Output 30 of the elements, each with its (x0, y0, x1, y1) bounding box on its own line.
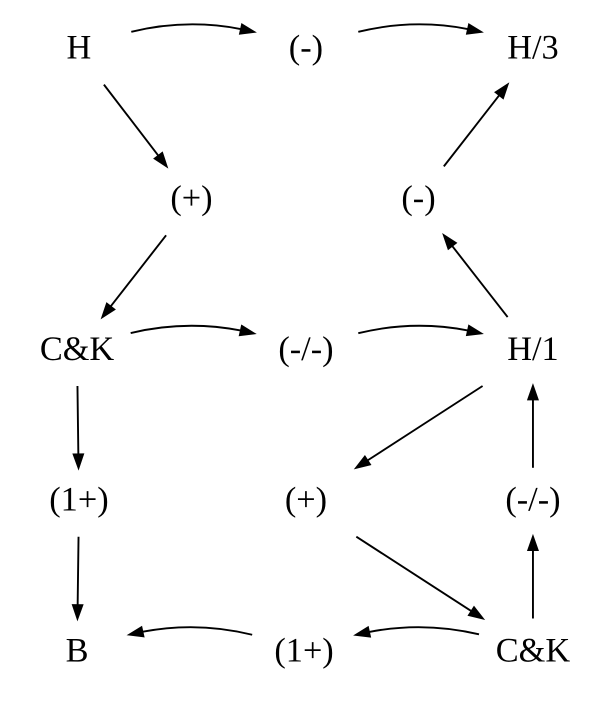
node-text: H (66, 28, 91, 66)
arrow (102, 84, 168, 169)
arrow (526, 383, 538, 468)
node-text: (-) (400, 179, 436, 218)
arrow (352, 626, 479, 638)
node-text: (1+) (274, 631, 334, 670)
arrow (442, 233, 508, 318)
arrow (353, 385, 483, 470)
arrow (358, 324, 484, 336)
node-text: (+) (170, 179, 212, 218)
arrow (355, 536, 485, 620)
node-text: (-/-) (504, 480, 560, 519)
node-text: (1+) (48, 480, 108, 519)
node-text: H/1 (506, 330, 558, 368)
arrow (72, 386, 84, 471)
node-text: (+) (284, 480, 327, 519)
arrow (130, 23, 256, 35)
node-text: B (65, 631, 88, 670)
node-text: (-/-) (278, 330, 334, 368)
node-text: H/3 (506, 28, 558, 66)
arrow (442, 82, 509, 167)
arrow (130, 324, 256, 336)
arrow (358, 23, 484, 35)
node-text: C&K (495, 631, 570, 670)
arrow (126, 626, 252, 638)
node-text: C&K (39, 330, 114, 368)
node-text: (-) (288, 28, 323, 66)
arrow (100, 234, 166, 320)
arrow (71, 536, 84, 622)
arrow (526, 534, 538, 618)
